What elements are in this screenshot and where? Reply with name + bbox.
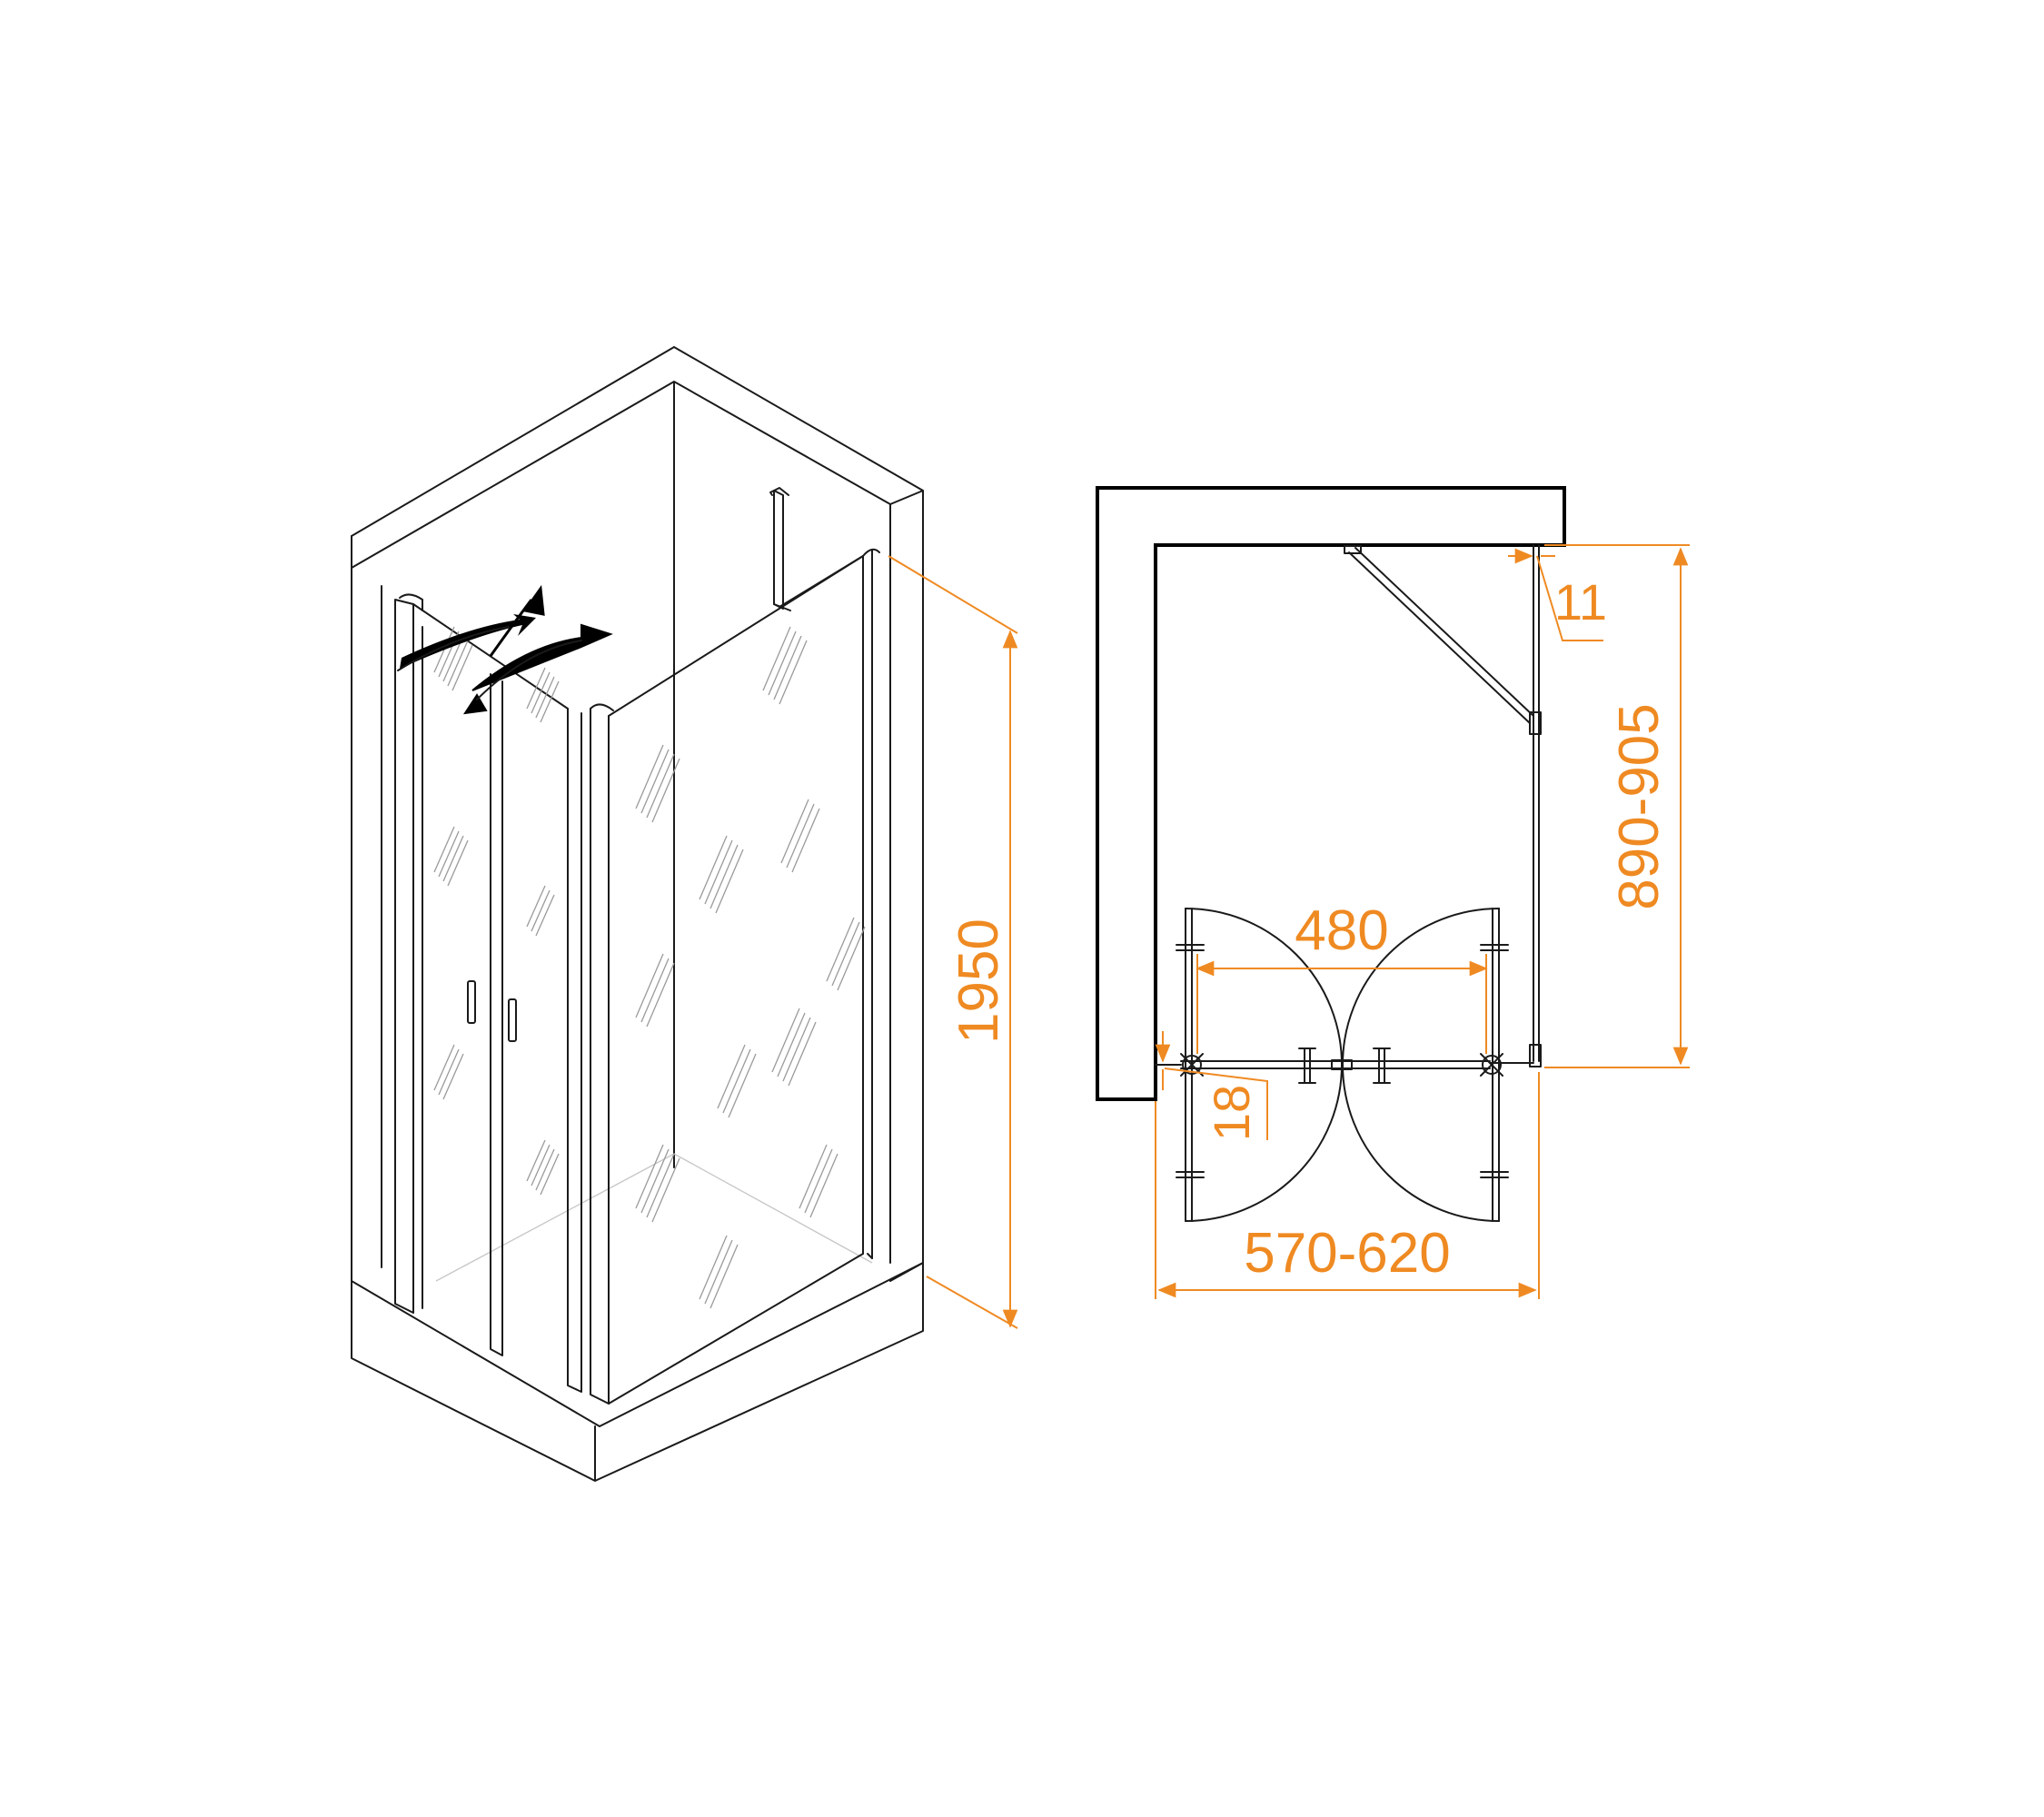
plan-brace: [1344, 545, 1534, 724]
shower-tray: [351, 1262, 924, 1482]
plan-front-profile: [1155, 1059, 1534, 1070]
plan-handles: [1176, 944, 1509, 1178]
glass-hatching: [433, 626, 866, 1309]
plan-wall: [1096, 486, 1566, 1101]
plan-swing-arcs: [1185, 908, 1500, 1222]
width-dimension: 570-620: [1155, 1072, 1540, 1299]
swing-arrow-2: [489, 584, 545, 657]
depth-label: 890-905: [1608, 703, 1671, 910]
swing-arrow-4: [462, 693, 488, 715]
depth-dimension: 890-905: [1544, 544, 1690, 1068]
handle-left: [467, 980, 476, 1024]
height-dimension: 1950: [888, 555, 1018, 1329]
wall-outline: [351, 346, 924, 1282]
offset-label: 18: [1203, 1085, 1260, 1141]
height-label: 1950: [948, 918, 1010, 1044]
left-door-panels: [394, 593, 582, 1393]
plan-view: 480 890-905 11 18 570-620: [1096, 486, 1690, 1299]
wall-top-return: [351, 490, 924, 569]
gap-dimension: 11: [1508, 548, 1607, 641]
gap-label: 11: [1554, 573, 1607, 630]
door-handles: [467, 980, 517, 1042]
wall-bracket: [769, 487, 864, 611]
offset-dimension: 18: [1155, 1031, 1268, 1141]
width-label: 570-620: [1244, 1222, 1451, 1285]
swing-arrows: [397, 584, 613, 715]
floor-edge: [435, 1153, 873, 1282]
handle-right: [508, 998, 517, 1042]
isometric-view: 1950: [351, 346, 1018, 1482]
opening-dimension: 480: [1196, 899, 1488, 1054]
plan-side-panel: [1529, 544, 1542, 1067]
opening-label: 480: [1295, 899, 1388, 962]
